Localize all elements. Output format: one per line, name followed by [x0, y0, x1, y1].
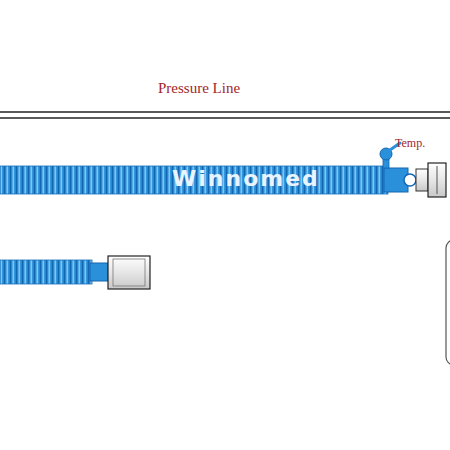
port-label: Temp. — [395, 137, 425, 150]
pressure-line — [0, 111, 450, 113]
watermark: Winnomed — [172, 167, 320, 191]
corrugated-tube — [0, 260, 92, 284]
tube-connector — [108, 256, 150, 289]
tube-outline — [0, 260, 92, 284]
y-connector — [428, 163, 446, 197]
y-connector — [416, 169, 428, 191]
connector-detail — [437, 166, 438, 194]
connector-detail — [113, 259, 145, 286]
tube-cuff — [90, 263, 108, 281]
corrugated-tube — [0, 166, 388, 194]
line-label: Pressure Line — [158, 80, 240, 97]
port-ring — [404, 174, 416, 186]
pressure-line — [0, 117, 450, 119]
tube-outline — [0, 166, 388, 194]
reservoir-bag-outline — [446, 240, 450, 365]
